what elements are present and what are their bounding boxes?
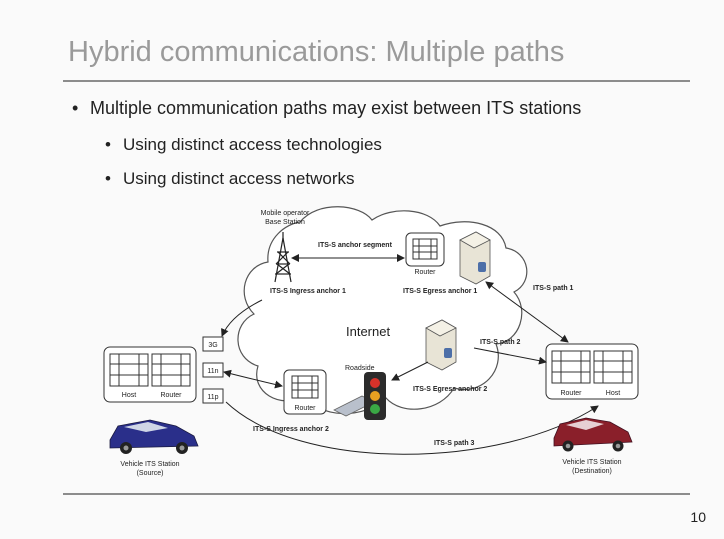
router-label: Router [414, 269, 436, 276]
interface-11n [202, 362, 224, 378]
path-1-arrow [485, 281, 569, 343]
host-label: Host [122, 392, 136, 399]
egress-anchor-1-label: ITS-S Egress anchor 1 [403, 288, 477, 295]
egress-2-link [391, 361, 429, 381]
internet-label: Internet [346, 324, 390, 339]
slide-title: Hybrid communications: Multiple paths [68, 36, 565, 68]
path-1-label: ITS-S path 1 [533, 285, 574, 292]
router-egress-1 [405, 232, 445, 267]
path-3-label: ITS-S path 3 [434, 440, 475, 447]
title-divider [63, 80, 690, 82]
cellular-link [221, 299, 263, 337]
base-station-tower-icon [274, 232, 292, 283]
ingress-anchor-2-label: ITS-S Ingress anchor 2 [253, 426, 329, 433]
source-station [103, 346, 197, 403]
host-label: Host [606, 390, 620, 397]
path-3-arrow [225, 401, 599, 455]
path-2-arrow [473, 347, 547, 365]
router-label: Router [160, 392, 182, 399]
page-number: 10 [690, 509, 706, 525]
server-icon [459, 231, 491, 285]
base-station-label: Base Station [265, 219, 305, 226]
bullet-level1: •Multiple communication paths may exist … [72, 98, 582, 118]
wifi-link [223, 369, 283, 389]
base-station-label: Mobile operator [261, 210, 310, 217]
destination-station-label: (Destination) [572, 468, 612, 475]
footer-divider [63, 493, 690, 495]
interface-11p [202, 388, 224, 404]
interface-11n-label: 11n [207, 368, 218, 375]
bullet-level2: •Using distinct access networks [105, 169, 355, 188]
router-ingress-2 [283, 369, 327, 415]
router-label: Router [294, 405, 316, 412]
interface-3g [202, 336, 224, 352]
source-station-label: Vehicle ITS Station [120, 461, 179, 468]
router-label: Router [560, 390, 582, 397]
interface-11p-label: 11p [207, 394, 218, 401]
destination-station-label: Vehicle ITS Station [562, 459, 621, 466]
bullet-text-3: Using distinct access networks [123, 169, 355, 188]
interface-3g-label: 3G [208, 342, 217, 349]
source-car-icon [109, 419, 199, 454]
source-station-label: (Source) [137, 470, 164, 477]
bullet-level2: •Using distinct access technologies [105, 135, 382, 154]
egress-anchor-2-label: ITS-S Egress anchor 2 [413, 386, 487, 393]
server-icon [425, 319, 457, 371]
roadside-label: Roadside [345, 365, 375, 372]
ingress-anchor-1-label: ITS-S Ingress anchor 1 [270, 288, 346, 295]
anchor-segment-label: ITS-S anchor segment [318, 242, 393, 249]
destination-station [545, 343, 639, 400]
traffic-light-icon [364, 372, 386, 420]
bullet-text-1: Multiple communication paths may exist b… [90, 98, 582, 118]
destination-car-icon [553, 417, 633, 452]
bullet-text-2: Using distinct access technologies [123, 135, 382, 154]
path-2-label: ITS-S path 2 [480, 339, 521, 346]
